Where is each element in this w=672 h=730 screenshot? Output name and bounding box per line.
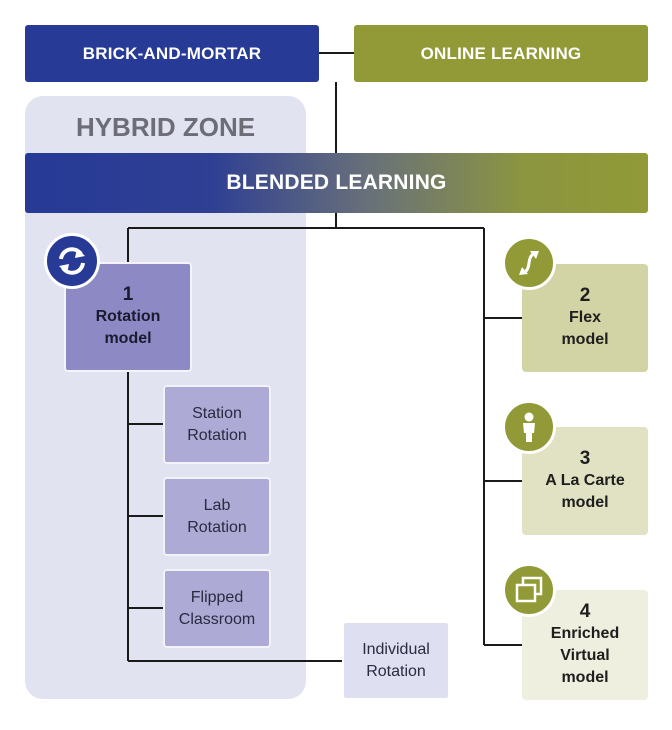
blended-learning-banner: BLENDED LEARNING xyxy=(25,153,648,213)
model-label-line3: model xyxy=(561,669,609,686)
model-label-line2: model xyxy=(104,330,152,347)
submodel-label-line2: Rotation xyxy=(187,518,247,536)
model-label-line1: Enriched xyxy=(550,625,620,642)
flipped-classroom-box: Flipped Classroom xyxy=(163,569,271,648)
person-icon xyxy=(502,400,556,454)
model-label-line2: model xyxy=(561,494,609,511)
stacked-windows-icon xyxy=(502,563,556,617)
submodel-label-line1: Individual xyxy=(362,640,430,658)
submodel-label-line1: Station xyxy=(192,404,242,422)
submodel-label-line2: Classroom xyxy=(178,610,256,628)
hybrid-zone-label: HYBRID ZONE xyxy=(75,112,256,142)
model-number: 1 xyxy=(122,284,134,305)
flex-arrows-icon xyxy=(502,236,556,290)
model-label-line2: model xyxy=(561,331,609,348)
model-label-line1: A La Carte xyxy=(545,472,625,489)
online-learning-banner: ONLINE LEARNING xyxy=(354,25,648,82)
submodel-label-line2: Rotation xyxy=(366,662,426,680)
model-number: 3 xyxy=(579,448,591,469)
station-rotation-box: Station Rotation xyxy=(163,385,271,464)
model-number: 2 xyxy=(579,285,591,306)
submodel-label-line2: Rotation xyxy=(187,426,247,444)
model-label-line2: Virtual xyxy=(560,647,610,664)
model-number: 4 xyxy=(579,601,591,622)
lab-rotation-box: Lab Rotation xyxy=(163,477,271,556)
rotation-model-box: 1 Rotation model xyxy=(64,262,192,372)
model-label-line1: Rotation xyxy=(95,308,161,325)
individual-rotation-box: Individual Rotation xyxy=(342,621,450,700)
model-label-line1: Flex xyxy=(568,309,601,326)
submodel-label-line1: Lab xyxy=(203,496,231,514)
submodel-label-line1: Flipped xyxy=(190,588,244,606)
brick-and-mortar-banner: BRICK-AND-MORTAR xyxy=(25,25,319,82)
rotation-icon xyxy=(44,233,100,289)
